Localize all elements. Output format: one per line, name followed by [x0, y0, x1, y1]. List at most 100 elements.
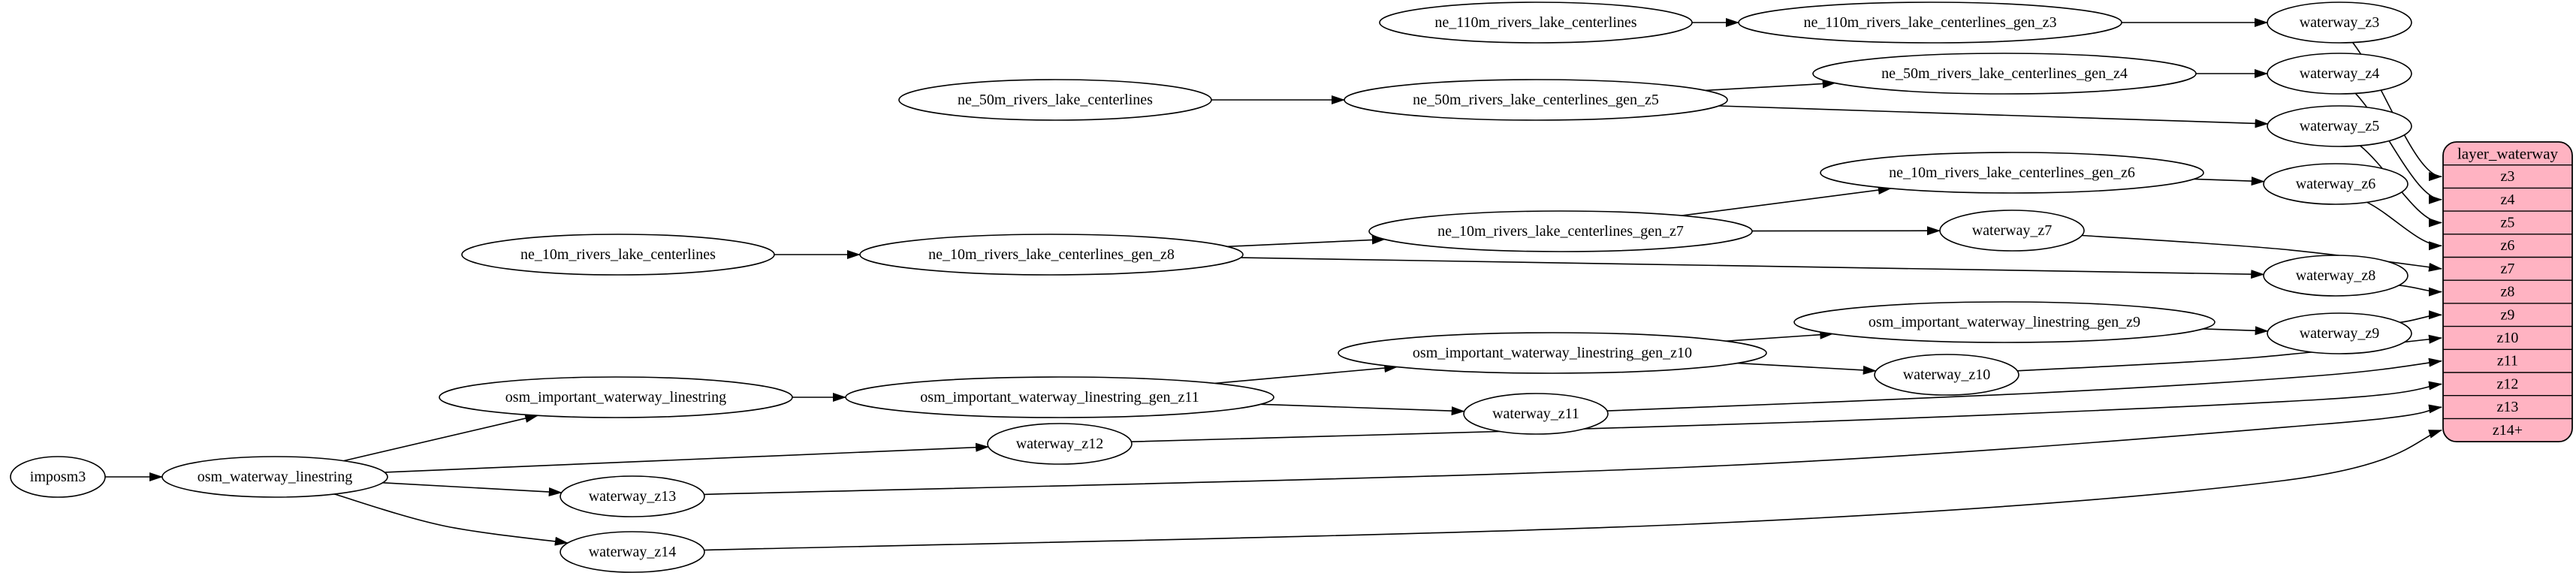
node-label-imposm3: imposm3	[30, 469, 86, 485]
node-ne-10m-rivers-lake-centerlines-gen-z7: ne_10m_rivers_lake_centerlines_gen_z7	[1368, 210, 1753, 252]
table-row-z9: z9	[2501, 306, 2515, 323]
node-ne-110m-rivers-lake-centerlines-gen-z3: ne_110m_rivers_lake_centerlines_gen_z3	[1738, 2, 2122, 44]
table-row-z5: z5	[2501, 215, 2515, 231]
edge-waterway-z8-to-row-z8	[2399, 285, 2442, 297]
node-ellipse-waterway-z3	[2267, 2, 2412, 44]
node-label-waterway-z14: waterway_z14	[589, 544, 677, 560]
node-ellipse-ne-50m-rivers-lake-centerlines-gen-z5	[1344, 79, 1728, 121]
node-waterway-z3: waterway_z3	[2267, 2, 2412, 44]
table-row-z13: z13	[2497, 399, 2519, 415]
edge-osm-important-waterway-linestring-gen-z10-to-osm-important-waterway-linestring-gen-z9	[1726, 330, 1834, 342]
node-label-ne-10m-rivers-lake-centerlines-gen-z8: ne_10m_rivers_lake_centerlines_gen_z8	[928, 246, 1175, 263]
edge-waterway-z9-to-row-z9	[2400, 310, 2442, 324]
node-ellipse-waterway-z4	[2267, 53, 2412, 95]
node-osm-important-waterway-linestring: osm_important_waterway_linestring	[439, 376, 793, 418]
edge-ne-50m-rivers-lake-centerlines-gen-z5-to-waterway-z5	[1718, 105, 2269, 128]
node-label-ne-50m-rivers-lake-centerlines: ne_50m_rivers_lake_centerlines	[958, 92, 1153, 108]
node-ellipse-waterway-z9	[2267, 312, 2412, 354]
table-row-z8: z8	[2501, 284, 2515, 300]
node-waterway-z13: waterway_z13	[560, 475, 705, 517]
edge-osm-important-waterway-linestring-gen-z11-to-osm-important-waterway-linestring-gen-z10	[1214, 363, 1398, 385]
table-layer: layer_waterwayz3z4z5z6z7z8z9z10z11z12z13…	[2442, 141, 2573, 443]
node-label-waterway-z4: waterway_z4	[2300, 65, 2380, 82]
node-ellipse-ne-110m-rivers-lake-centerlines	[1379, 2, 1693, 44]
edge-osm-waterway-linestring-to-waterway-z12	[385, 442, 990, 473]
edge-waterway-z13-to-row-z13	[704, 404, 2442, 496]
node-label-osm-important-waterway-linestring: osm_important_waterway_linestring	[505, 389, 726, 406]
node-label-waterway-z12: waterway_z12	[1016, 436, 1104, 452]
node-ellipse-waterway-z13	[560, 475, 705, 517]
node-ellipse-waterway-z8	[2263, 255, 2409, 297]
edge-ne-50m-rivers-lake-centerlines-gen-z5-to-ne-50m-rivers-lake-centerlines-gen-z4	[1705, 79, 1836, 92]
node-ellipse-ne-10m-rivers-lake-centerlines-gen-z7	[1368, 210, 1753, 252]
node-ellipse-waterway-z6	[2263, 163, 2409, 205]
node-waterway-z12: waterway_z12	[987, 423, 1133, 465]
node-label-ne-10m-rivers-lake-centerlines: ne_10m_rivers_lake_centerlines	[520, 246, 716, 263]
table-row-z4: z4	[2501, 192, 2515, 208]
node-label-waterway-z5: waterway_z5	[2300, 118, 2380, 134]
node-waterway-z5: waterway_z5	[2267, 105, 2412, 147]
node-ellipse-osm-important-waterway-linestring-gen-z9	[1793, 301, 2216, 343]
node-label-ne-110m-rivers-lake-centerlines: ne_110m_rivers_lake_centerlines	[1434, 14, 1636, 31]
node-waterway-z7: waterway_z7	[1939, 210, 2085, 252]
node-label-osm-important-waterway-linestring-gen-z10: osm_important_waterway_linestring_gen_z1…	[1413, 345, 1692, 361]
node-waterway-z8: waterway_z8	[2263, 255, 2409, 297]
node-label-osm-important-waterway-linestring-gen-z11: osm_important_waterway_linestring_gen_z1…	[920, 389, 1199, 406]
node-waterway-z10: waterway_z10	[1874, 354, 2019, 396]
node-waterway-z9: waterway_z9	[2267, 312, 2412, 354]
node-ellipse-ne-50m-rivers-lake-centerlines	[898, 79, 1212, 121]
node-ellipse-osm-important-waterway-linestring-gen-z11	[845, 376, 1274, 418]
node-ellipse-imposm3	[10, 456, 106, 498]
edge-osm-waterway-linestring-to-waterway-z13	[382, 482, 563, 496]
node-label-ne-50m-rivers-lake-centerlines-gen-z4: ne_50m_rivers_lake_centerlines_gen_z4	[1881, 65, 2128, 82]
table-title: layer_waterway	[2457, 144, 2559, 162]
edge-waterway-z14-to-row-z14plus	[704, 430, 2442, 551]
node-ellipse-waterway-z14	[560, 531, 705, 573]
node-waterway-z11: waterway_z11	[1463, 393, 1609, 435]
table-row-z14plus: z14+	[2493, 422, 2523, 439]
node-ellipse-ne-110m-rivers-lake-centerlines-gen-z3	[1738, 2, 2122, 44]
edge-ne-10m-rivers-lake-centerlines-gen-z7-to-ne-10m-rivers-lake-centerlines-gen-z6	[1682, 185, 1892, 216]
node-label-ne-50m-rivers-lake-centerlines-gen-z5: ne_50m_rivers_lake_centerlines_gen_z5	[1413, 92, 1659, 108]
node-label-waterway-z7: waterway_z7	[1972, 222, 2053, 239]
node-ellipse-ne-10m-rivers-lake-centerlines-gen-z6	[1820, 152, 2204, 194]
table-row-z7: z7	[2501, 261, 2515, 277]
node-osm-important-waterway-linestring-gen-z9: osm_important_waterway_linestring_gen_z9	[1793, 301, 2216, 343]
table-row-z6: z6	[2501, 237, 2515, 254]
edge-waterway-z5-to-row-z5	[2359, 145, 2442, 228]
node-waterway-z6: waterway_z6	[2263, 163, 2409, 205]
edge-waterway-z6-to-row-z6	[2366, 201, 2442, 251]
edge-ne-10m-rivers-lake-centerlines-gen-z8-to-waterway-z8	[1240, 257, 2265, 279]
node-waterway-z14: waterway_z14	[560, 531, 705, 573]
node-osm-waterway-linestring: osm_waterway_linestring	[161, 456, 388, 498]
node-label-waterway-z6: waterway_z6	[2296, 176, 2376, 192]
node-ellipse-waterway-z7	[1939, 210, 2085, 252]
node-imposm3: imposm3	[10, 456, 106, 498]
node-label-osm-important-waterway-linestring-gen-z9: osm_important_waterway_linestring_gen_z9	[1869, 314, 2140, 330]
node-label-ne-110m-rivers-lake-centerlines-gen-z3: ne_110m_rivers_lake_centerlines_gen_z3	[1804, 14, 2057, 31]
node-ellipse-ne-10m-rivers-lake-centerlines	[461, 234, 775, 276]
node-ne-10m-rivers-lake-centerlines-gen-z8: ne_10m_rivers_lake_centerlines_gen_z8	[859, 234, 1244, 276]
table-row-z3: z3	[2501, 168, 2515, 185]
node-osm-important-waterway-linestring-gen-z10: osm_important_waterway_linestring_gen_z1…	[1338, 332, 1767, 374]
node-ellipse-osm-important-waterway-linestring	[439, 376, 793, 418]
node-osm-important-waterway-linestring-gen-z11: osm_important_waterway_linestring_gen_z1…	[845, 376, 1274, 418]
edge-waterway-z11-to-row-z11	[1606, 357, 2442, 412]
node-ellipse-waterway-z5	[2267, 105, 2412, 147]
node-label-waterway-z10: waterway_z10	[1903, 366, 1991, 383]
node-ne-10m-rivers-lake-centerlines-gen-z6: ne_10m_rivers_lake_centerlines_gen_z6	[1820, 152, 2204, 194]
node-ellipse-osm-important-waterway-linestring-gen-z10	[1338, 332, 1767, 374]
edge-osm-important-waterway-linestring-gen-z10-to-waterway-z10	[1737, 362, 1877, 375]
node-label-ne-10m-rivers-lake-centerlines-gen-z7: ne_10m_rivers_lake_centerlines_gen_z7	[1437, 223, 1684, 240]
edge-ne-10m-rivers-lake-centerlines-gen-z6-to-waterway-z6	[2194, 176, 2265, 186]
edges-layer	[105, 18, 2442, 551]
table-row-z10: z10	[2497, 330, 2519, 346]
table-row-z11: z11	[2497, 353, 2518, 369]
node-ne-50m-rivers-lake-centerlines-gen-z4: ne_50m_rivers_lake_centerlines_gen_z4	[1812, 53, 2197, 95]
node-ellipse-waterway-z11	[1463, 393, 1609, 435]
edge-osm-waterway-linestring-to-osm-important-waterway-linestring	[343, 414, 539, 462]
node-ellipse-osm-waterway-linestring	[161, 456, 388, 498]
node-ne-50m-rivers-lake-centerlines: ne_50m_rivers_lake_centerlines	[898, 79, 1212, 121]
node-label-osm-waterway-linestring: osm_waterway_linestring	[198, 469, 353, 485]
